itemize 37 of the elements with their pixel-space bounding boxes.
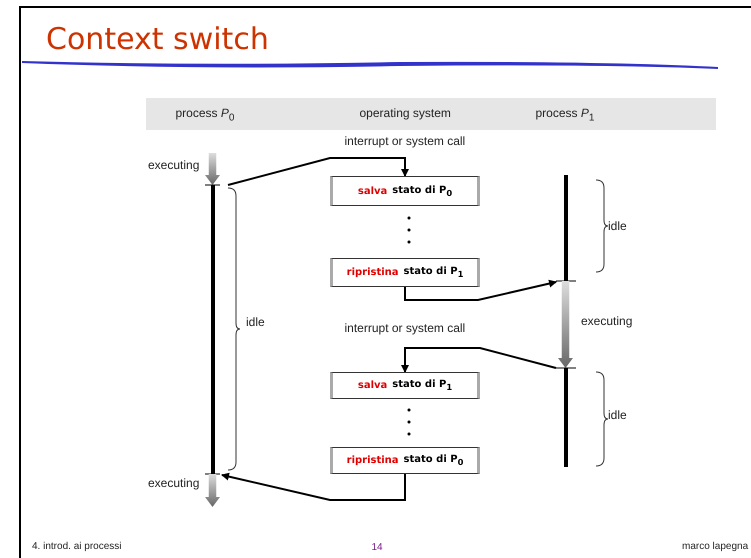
edge-label: interrupt or system call: [344, 134, 466, 148]
slide-title: Context switch: [46, 22, 269, 57]
timeline-bar: [564, 175, 568, 281]
column-header: operating system: [360, 106, 451, 120]
timeline-bar: [564, 368, 568, 467]
box-text: stato di P$_{0}$: [404, 454, 464, 467]
timeline-bar: [211, 185, 215, 474]
column-header: process P$_{1}$: [536, 106, 594, 124]
box-text: stato di P$_{1}$: [392, 379, 452, 392]
footer-text: marco lapegna: [682, 541, 748, 552]
process-box: [330, 447, 480, 474]
process-box: [330, 258, 480, 287]
box-text: stato di P$_{1}$: [404, 266, 464, 279]
footer-text: 4. introd. ai processi: [32, 541, 122, 552]
box-text: stato di P$_{0}$: [392, 184, 452, 198]
timeline-segment: [205, 474, 220, 507]
column-header: process P$_{0}$: [176, 106, 234, 124]
action-keyword: salva: [358, 186, 388, 196]
arrow: [401, 347, 556, 373]
arrow: [404, 280, 557, 301]
state-label: executing: [581, 314, 632, 328]
state-label: executing: [148, 158, 200, 172]
state-label: idle: [608, 219, 627, 233]
process-box: [330, 176, 480, 206]
arrow: [228, 157, 409, 186]
arrow: [221, 472, 406, 501]
timeline-segment: [205, 153, 220, 185]
action-keyword: ripristina: [346, 455, 399, 466]
state-label: executing: [148, 476, 200, 490]
process-box: [330, 372, 480, 399]
state-label: idle: [246, 315, 265, 329]
state-label: idle: [608, 408, 627, 422]
edge-label: interrupt or system call: [344, 321, 466, 335]
action-keyword: salva: [358, 380, 388, 391]
timeline-segment: [558, 281, 573, 368]
page-number: 14: [372, 542, 383, 553]
action-keyword: ripristina: [346, 267, 399, 278]
